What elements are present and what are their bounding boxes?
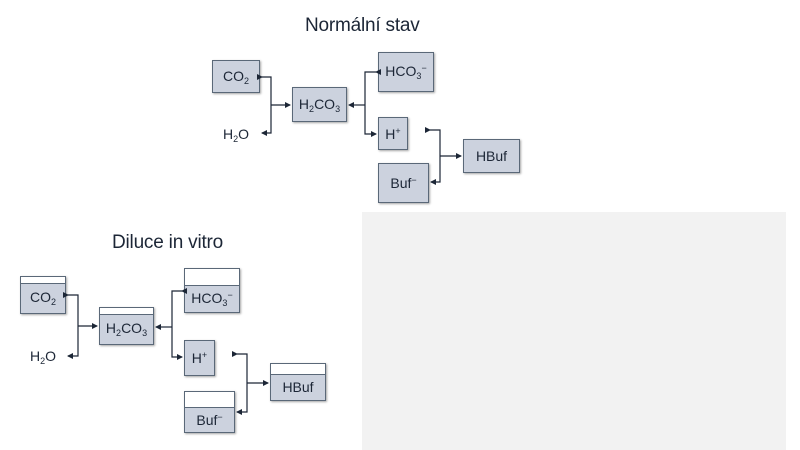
title-dilution: Diluce in vitro bbox=[112, 232, 224, 253]
dilution-hco3-label: HCO3− bbox=[191, 289, 233, 308]
normal-hco3-box: HCO3− bbox=[378, 52, 434, 92]
dilution-bracket-right bbox=[232, 351, 248, 415]
dilution-co2-label: CO2 bbox=[29, 289, 56, 307]
normal-h2o-label: H2O bbox=[223, 126, 250, 144]
normal-h-box: H+ bbox=[378, 117, 408, 150]
normal-bracket-right bbox=[425, 127, 441, 185]
title-normal: Normální stav bbox=[305, 15, 420, 36]
dilution-hbuf-label: HBuf bbox=[282, 379, 314, 395]
normal-co2-label: CO2 bbox=[222, 67, 249, 86]
normal-h-label: H+ bbox=[385, 125, 401, 142]
normal-hbuf-box: HBuf bbox=[463, 139, 520, 173]
dilution-co2-box: CO2 bbox=[20, 276, 66, 314]
dilution-hco3-box: HCO3− bbox=[184, 268, 240, 313]
dilution-buf-box: Buf− bbox=[184, 391, 235, 433]
normal-h2co3-label: H2CO3 bbox=[298, 95, 341, 114]
normal-h2co3-box: H2CO3 bbox=[292, 87, 347, 122]
dilution-h-label: H+ bbox=[191, 350, 208, 366]
dilution-buf-label: Buf− bbox=[196, 411, 223, 428]
dilution-h-box: H+ bbox=[184, 340, 215, 376]
dilution-hbuf-box: HBuf bbox=[270, 363, 326, 401]
normal-hco3-label: HCO3− bbox=[385, 63, 427, 81]
normal-buf-label: Buf− bbox=[390, 175, 417, 191]
dilution-h2co3-box: H2CO3 bbox=[99, 307, 154, 345]
dilution-h2o-label: H2O bbox=[30, 348, 57, 366]
dilution-h2co3-label: H2CO3 bbox=[105, 320, 148, 338]
normal-buf-box: Buf− bbox=[378, 163, 429, 203]
normal-hbuf-label: HBuf bbox=[475, 148, 508, 164]
normal-bracket-mid bbox=[364, 69, 381, 137]
empty-panel bbox=[362, 212, 786, 450]
normal-bracket-left bbox=[257, 74, 272, 136]
dilution-bracket-left bbox=[63, 292, 79, 359]
dilution-bracket-mid bbox=[171, 288, 187, 360]
